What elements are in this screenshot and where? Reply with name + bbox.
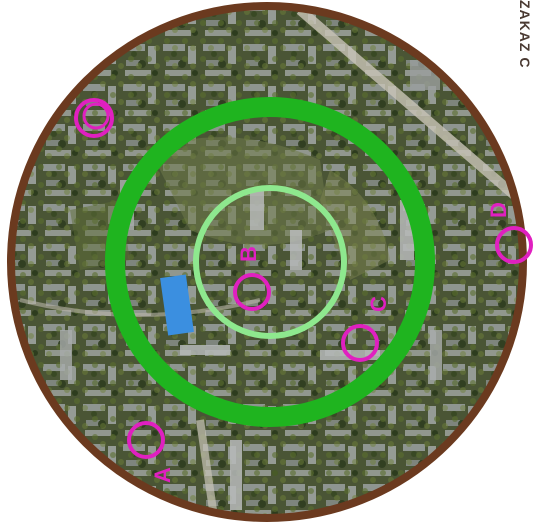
marker-c-label: C	[366, 296, 391, 312]
marker-c[interactable]: C	[341, 296, 391, 362]
marker-a[interactable]: A	[127, 421, 175, 483]
circle-marker-icon	[127, 421, 165, 459]
marker-d-label: D	[486, 202, 511, 218]
outer-boundary-ring	[7, 2, 527, 522]
side-label: ZAKAZ C	[511, 0, 535, 90]
marker-extra[interactable]	[74, 98, 114, 138]
marker-b-label: B	[236, 246, 261, 262]
circle-marker-icon	[495, 226, 533, 264]
marker-b[interactable]: B	[233, 246, 271, 311]
core-zone-ring	[193, 185, 347, 339]
middle-zone-ring	[105, 97, 435, 427]
circle-marker-icon	[341, 324, 379, 362]
marker-a-label: A	[150, 467, 175, 483]
sports-field	[160, 274, 194, 336]
side-label-text: ZAKAZ C	[517, 0, 533, 69]
marker-d[interactable]: D	[486, 202, 533, 264]
double-circle-marker-icon	[74, 98, 114, 138]
circle-marker-icon	[233, 273, 271, 311]
